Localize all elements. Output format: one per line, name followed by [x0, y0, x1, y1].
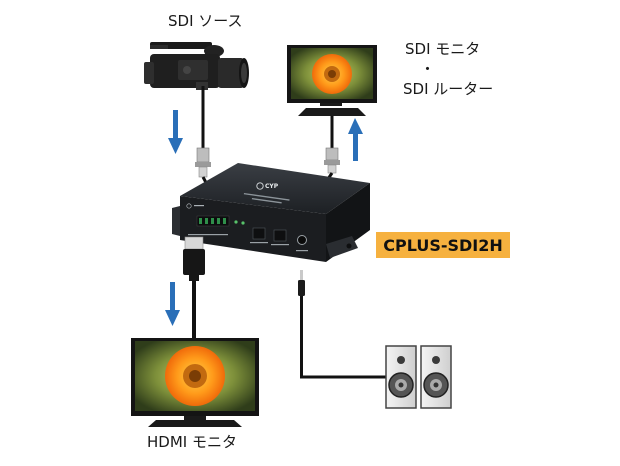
hdmi-monitor-label: HDMI モニタ — [147, 433, 237, 451]
brand-logo: CYP — [256, 182, 279, 190]
bnc-connector-monitor-icon — [324, 147, 340, 174]
sdi-source-label: SDI ソース — [168, 12, 243, 30]
model-badge: CPLUS-SDI2H — [376, 232, 510, 258]
arrow-down-sdi-icon — [168, 110, 183, 154]
hdmi-monitor-icon — [131, 338, 259, 427]
audio-cable — [300, 296, 386, 379]
label-separator-dot: ・ — [420, 60, 435, 78]
speaker-left-icon — [385, 345, 417, 409]
sdi-monitor-label: SDI モニタ — [405, 40, 480, 58]
arrow-down-hdmi-icon — [165, 282, 180, 326]
sdi-router-label: SDI ルーター — [403, 80, 493, 98]
audio-plug-icon — [298, 270, 305, 296]
video-camera-icon — [144, 42, 249, 90]
bnc-connector-icon — [195, 147, 211, 178]
hdmi-connector-icon — [183, 236, 205, 281]
converter-device: CYP — [172, 163, 370, 262]
brand-name: CYP — [265, 183, 279, 190]
model-name: CPLUS-SDI2H — [383, 236, 503, 255]
speaker-right-icon — [420, 345, 452, 409]
arrow-up-sdi-icon — [348, 118, 363, 161]
sdi-monitor-icon — [287, 45, 377, 116]
